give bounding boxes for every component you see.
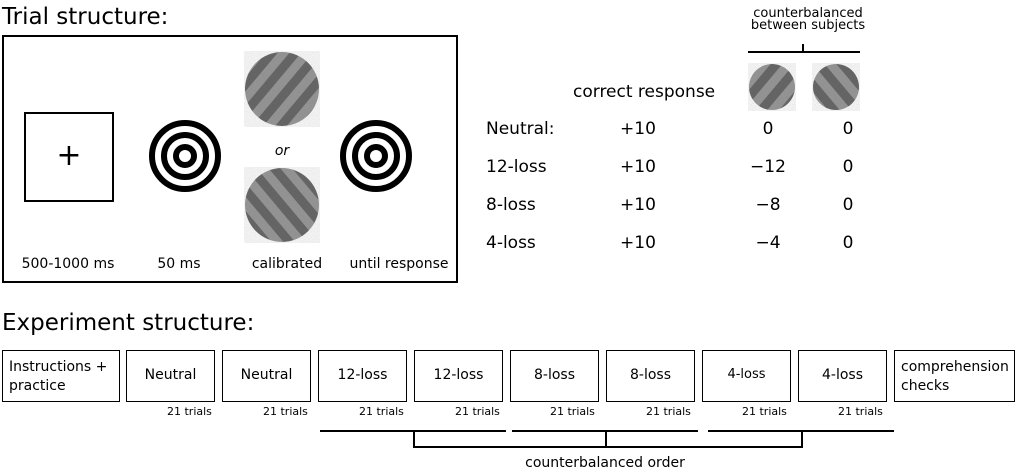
block-neutral: Neutral	[126, 350, 215, 402]
bracket-tick	[605, 430, 607, 448]
experiment-structure-title: Experiment structure:	[2, 310, 255, 336]
order-bracket-line	[413, 446, 803, 448]
block-4-loss: 4-loss	[702, 350, 791, 402]
label-line: between subjects	[750, 18, 866, 33]
stim-b-value: 0	[842, 195, 854, 215]
bracket-tick	[413, 430, 415, 448]
trial-count: 21 trials	[359, 405, 404, 418]
gabor-patch-icon	[749, 64, 795, 110]
fixation-cross: +	[56, 138, 82, 173]
timing-label: calibrated	[251, 256, 323, 272]
row-label: 8-loss	[486, 195, 536, 215]
trial-count: 21 trials	[742, 405, 787, 418]
fixation-screen: +	[24, 112, 114, 202]
timing-label: 50 ms	[157, 256, 201, 272]
counterbalanced-order-label: counterbalanced order	[525, 455, 685, 471]
bullseye-mask-icon	[149, 120, 221, 192]
timing-label: 500-1000 ms	[21, 256, 115, 272]
bullseye-mask-icon	[340, 120, 412, 192]
stim-b-value: 0	[842, 157, 854, 177]
correct-value: +10	[620, 195, 656, 215]
correct-value: +10	[620, 157, 656, 177]
stim-a-value: −12	[750, 157, 786, 177]
counterbalanced-between-subjects-label: counterbalanced between subjects	[748, 6, 868, 33]
trial-structure-title: Trial structure:	[2, 4, 169, 30]
correct-value: +10	[620, 233, 656, 253]
block-label: comprehension checks	[901, 359, 1009, 394]
trial-count: 21 trials	[838, 405, 883, 418]
gabor-patch-icon	[245, 168, 319, 242]
block-label: Neutral	[240, 367, 293, 383]
block-comprehension-checks: comprehension checks	[894, 350, 1015, 402]
block-label: 8-loss	[629, 367, 671, 383]
block-8-loss: 8-loss	[606, 350, 695, 402]
label-line: counterbalanced	[753, 6, 863, 21]
stim-b-value: 0	[842, 233, 854, 253]
block-label: Instructions + practice	[9, 359, 108, 394]
correct-response-header: correct response	[573, 82, 716, 102]
stim-a-value: −8	[755, 195, 781, 215]
block-label: 4-loss	[727, 367, 766, 382]
block-instructions-practice: Instructions + practice	[2, 350, 120, 402]
block-label: Neutral	[144, 367, 197, 383]
block-8-loss: 8-loss	[510, 350, 599, 402]
bracket-tick	[801, 430, 803, 448]
bracket-tick	[802, 44, 804, 52]
trial-count: 21 trials	[263, 405, 308, 418]
trial-count: 21 trials	[167, 405, 212, 418]
block-4-loss: 4-loss	[798, 350, 887, 402]
trial-count: 21 trials	[550, 405, 595, 418]
stim-a-value: −4	[755, 233, 781, 253]
stim-b-value: 0	[842, 119, 854, 139]
bracket-line	[748, 51, 860, 53]
row-label: 12-loss	[486, 157, 547, 177]
correct-value: +10	[620, 119, 656, 139]
or-label: or	[274, 143, 290, 159]
block-label: 4-loss	[821, 367, 863, 383]
block-12-loss: 12-loss	[318, 350, 407, 402]
row-label: Neutral:	[486, 119, 555, 139]
block-label: 8-loss	[533, 367, 575, 383]
timing-label: until response	[349, 256, 449, 272]
block-neutral: Neutral	[222, 350, 311, 402]
trial-count: 21 trials	[646, 405, 691, 418]
gabor-patch-icon	[245, 52, 319, 126]
trial-panel: + or 500-1000 ms 50 ms calibrated until …	[2, 35, 458, 283]
gabor-patch-icon	[813, 64, 859, 110]
stim-a-value: 0	[762, 119, 774, 139]
block-12-loss: 12-loss	[414, 350, 503, 402]
trial-count: 21 trials	[455, 405, 500, 418]
row-label: 4-loss	[486, 233, 536, 253]
block-label: 12-loss	[337, 367, 388, 383]
block-label: 12-loss	[433, 367, 484, 383]
